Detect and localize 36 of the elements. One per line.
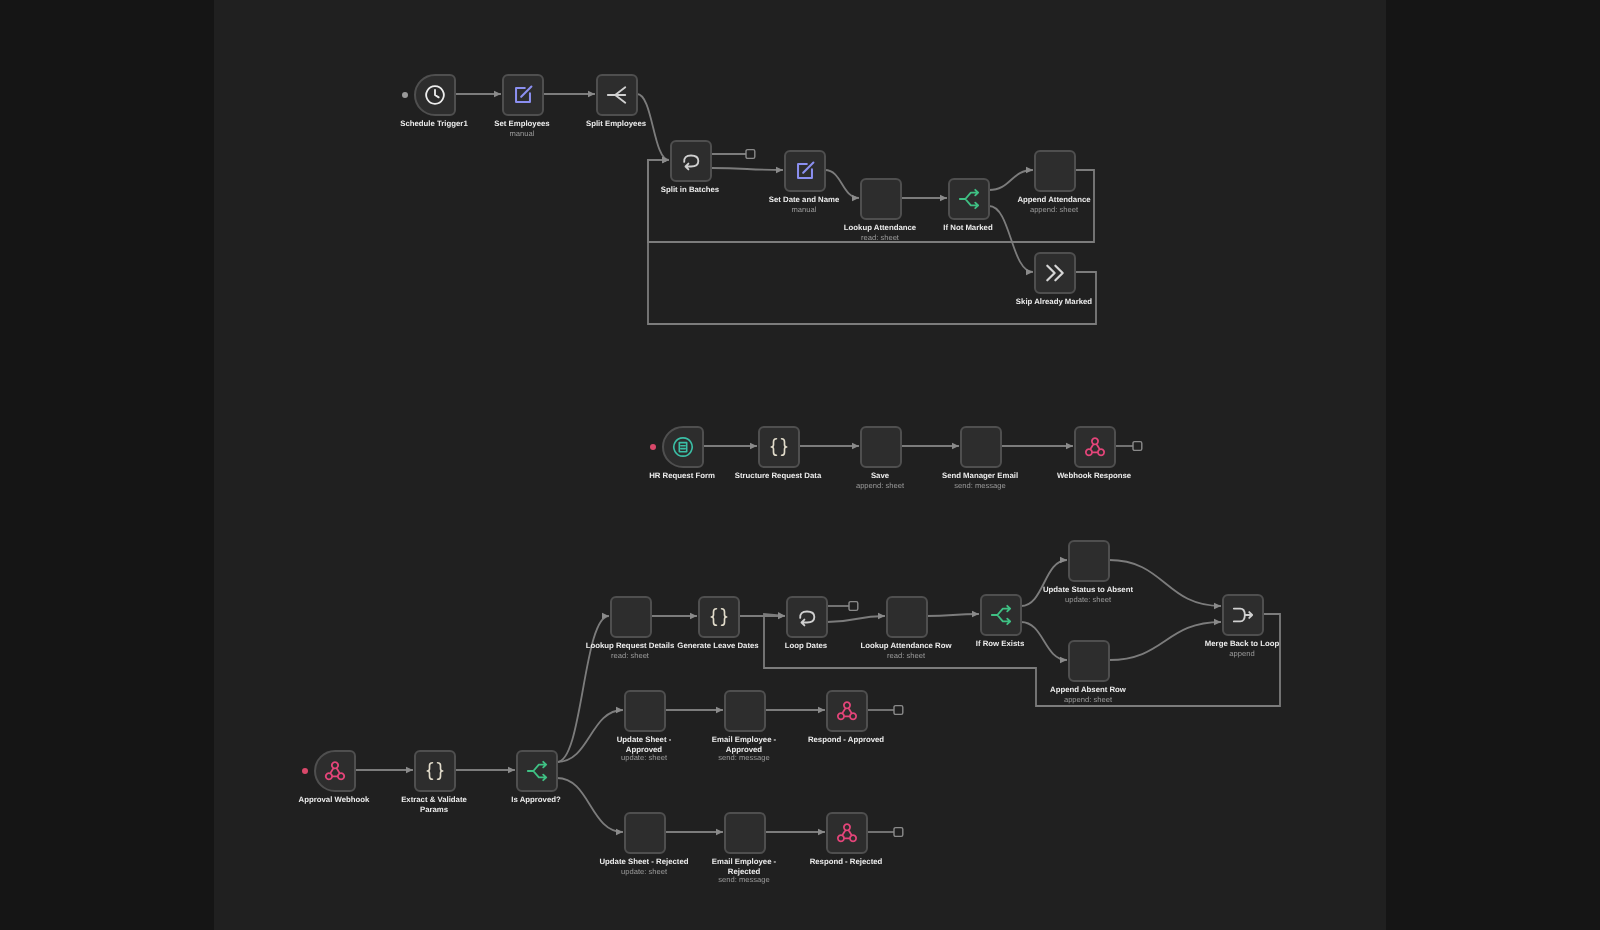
connector [824,169,860,201]
connector [702,442,758,450]
connector [664,706,724,714]
connector [647,156,1097,325]
connector [926,610,980,618]
connector [866,826,904,838]
connector [556,615,610,763]
connector [738,612,786,620]
connector [1020,557,1068,607]
connector [454,90,502,98]
connector [826,600,859,612]
connector [763,611,1281,707]
connector [1020,621,1068,663]
connector [900,442,960,450]
connector [798,442,860,450]
connector [710,148,756,160]
connector [354,766,414,774]
connector [1114,440,1143,452]
connector [826,612,886,623]
connector [454,766,516,774]
connector [900,194,948,202]
connector [636,93,670,161]
connector [556,707,624,763]
connector [542,90,596,98]
connector [866,704,904,716]
connector [988,167,1034,191]
connector [988,205,1034,274]
connector [1108,619,1222,661]
connector [556,777,624,835]
connector [664,828,724,836]
connector [650,612,698,620]
connector [764,828,826,836]
connector [710,166,784,174]
connector [764,706,826,714]
connector [1108,559,1222,609]
connector [1000,442,1074,450]
